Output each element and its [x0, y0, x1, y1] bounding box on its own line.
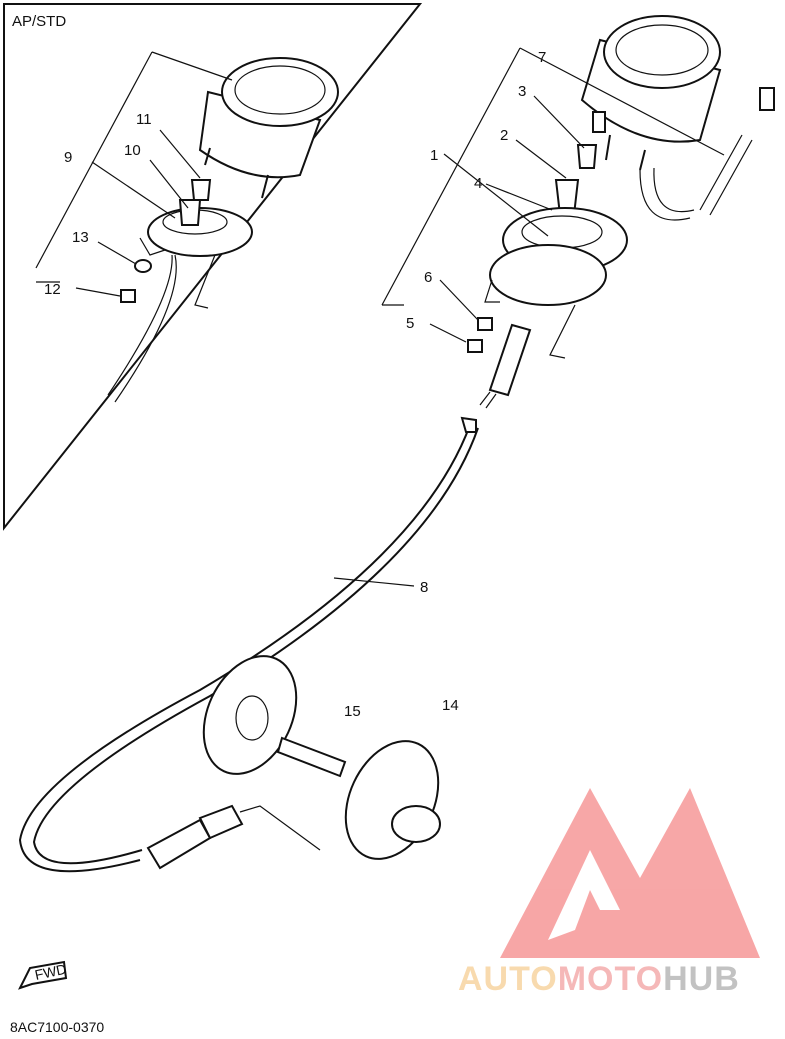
- inset-bracket: [107, 207, 253, 403]
- callout-12: 12: [44, 281, 61, 298]
- bulb-3: [576, 144, 598, 169]
- nut-6: [477, 317, 493, 331]
- drive-shaft: [276, 736, 347, 778]
- callout-14: 14: [442, 697, 459, 714]
- fwd-arrow: FWD: [18, 961, 68, 990]
- callout-15: 15: [344, 703, 361, 720]
- trip-reset-knob: [699, 134, 753, 216]
- callout-7: 7: [538, 49, 546, 66]
- watermark-auto: AUTO: [458, 960, 558, 998]
- callout-10: 10: [124, 142, 141, 159]
- svg-text:AUTOMOTOHUB: AUTOMOTOHUB: [458, 960, 740, 998]
- inset-nut-13: [134, 259, 152, 273]
- speedometer-gear-unit: [239, 740, 441, 860]
- callout-labels: 1 2 3 4 5 6 7 8 9 10 11 12 13 14 15: [44, 49, 546, 720]
- callout-4: 4: [474, 175, 482, 192]
- callout-8: 8: [420, 579, 428, 596]
- inset-bulb: [190, 179, 212, 201]
- callout-11: 11: [136, 111, 152, 128]
- wire-harness: [639, 169, 691, 221]
- speedometer-assembly: [580, 15, 722, 171]
- meter-bracket: [484, 207, 628, 359]
- watermark-moto: MOTO: [558, 960, 663, 998]
- callout-3: 3: [518, 83, 526, 100]
- callout-6: 6: [424, 269, 432, 286]
- speedometer-cable: [18, 424, 471, 873]
- inset-socket: [178, 199, 202, 226]
- watermark-logo-mark: [500, 788, 760, 958]
- callout-13: 13: [72, 229, 89, 246]
- inset-speedometer: [198, 57, 339, 199]
- watermark-hub: HUB: [663, 960, 740, 998]
- callout-9: 9: [64, 149, 72, 166]
- nut-5: [467, 339, 483, 353]
- inset-nut-12: [120, 289, 136, 303]
- diagram-code: 8AC7100-0370: [10, 1019, 104, 1035]
- cable-top-connector: [488, 323, 532, 397]
- callout-2: 2: [500, 127, 508, 144]
- svg-text:FWD: FWD: [33, 961, 68, 983]
- callout-1: 1: [430, 147, 438, 164]
- speedometer-drive-disc: [202, 655, 298, 775]
- variant-label: AP/STD: [12, 13, 66, 30]
- inset-panel-frame: [3, 3, 423, 531]
- watermark-logo: AUTOMOTOHUB: [458, 788, 760, 998]
- callout-5: 5: [406, 315, 414, 332]
- cable-bottom-connector: [146, 818, 212, 870]
- main-leaders: [381, 47, 725, 343]
- inset-leaders: [35, 51, 233, 297]
